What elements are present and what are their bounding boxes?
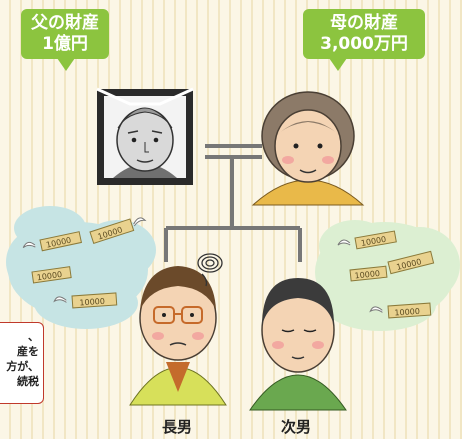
- family-tree-lines: [164, 144, 302, 262]
- father-assets-bubble: 父の財産 1億円: [21, 9, 109, 71]
- funeral-portrait-icon: [96, 87, 194, 185]
- callout-line-3: 方が、: [6, 360, 39, 373]
- callout-line-1: 、: [28, 330, 39, 343]
- mother-assets-title: 母の財産: [330, 13, 398, 33]
- svg-text:10000: 10000: [354, 269, 380, 281]
- worry-scribble-icon: [197, 253, 223, 287]
- eldest-son-label: 長男: [162, 418, 193, 436]
- svg-text:10000: 10000: [79, 297, 105, 308]
- second-son-label: 次男: [281, 418, 312, 436]
- money-cloud-left: [6, 206, 156, 329]
- callout-line-4: 続税: [17, 375, 39, 388]
- father-assets-title: 父の財産: [31, 13, 99, 33]
- callout-line-2: 産を: [17, 345, 39, 358]
- mother-assets-bubble: 母の財産 3,000万円: [303, 9, 425, 71]
- father-assets-amount: 1億円: [42, 34, 88, 54]
- eldest-son-figure: [129, 266, 227, 406]
- svg-text:10000: 10000: [360, 235, 387, 248]
- svg-text:10000: 10000: [36, 270, 62, 282]
- explanation-callout: 、 産を 方が、 続税: [0, 322, 44, 404]
- second-son-figure: [249, 278, 347, 411]
- svg-text:10000: 10000: [394, 307, 420, 318]
- mother-figure: [251, 91, 365, 206]
- flying-banknote-icon: 10000 10000 10000 10000 10000 10000 1000…: [22, 217, 435, 319]
- mother-assets-amount: 3,000万円: [320, 34, 408, 54]
